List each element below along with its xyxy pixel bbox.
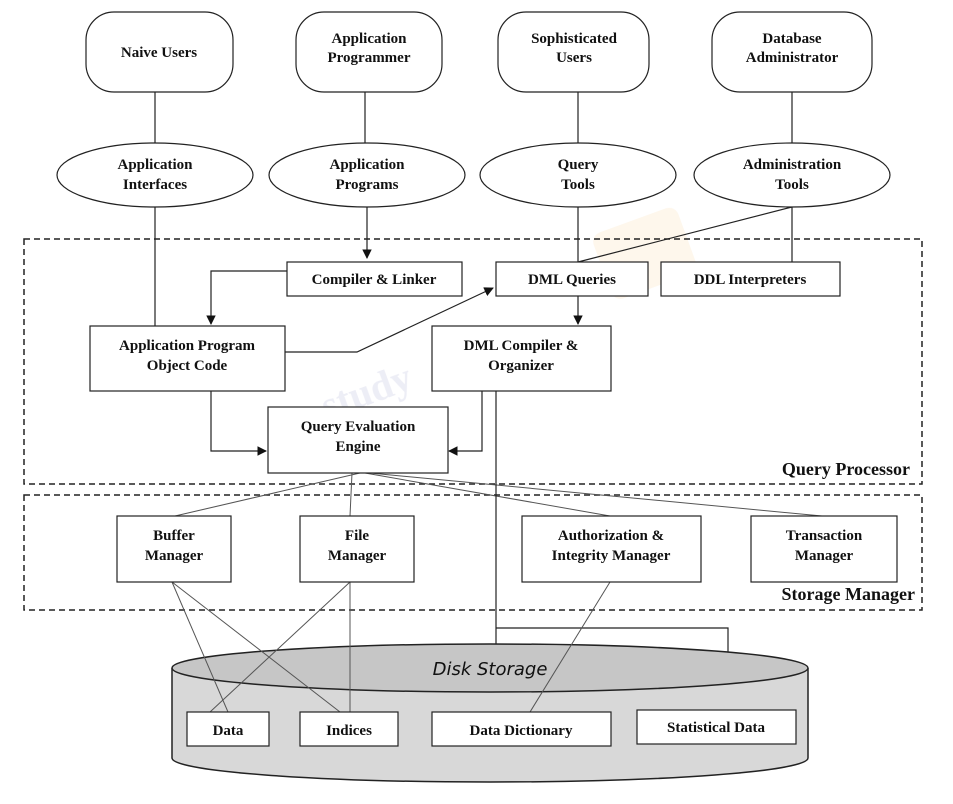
svg-text:Authorization &: Authorization & bbox=[558, 528, 664, 544]
svg-text:Transaction: Transaction bbox=[786, 528, 863, 544]
svg-text:Programmer: Programmer bbox=[327, 50, 410, 66]
buffer-manager-box: Buffer Manager bbox=[116, 515, 232, 583]
storage-manager-label: Storage Manager bbox=[782, 584, 915, 604]
svg-text:Compiler & Linker: Compiler & Linker bbox=[312, 272, 437, 288]
svg-text:Database: Database bbox=[762, 31, 822, 47]
query-processor-label: Query Processor bbox=[782, 459, 910, 479]
svg-text:Integrity Manager: Integrity Manager bbox=[552, 548, 671, 564]
svg-text:Data: Data bbox=[213, 723, 244, 739]
svg-text:Data Dictionary: Data Dictionary bbox=[470, 723, 573, 739]
tool-administration-tools: Administration Tools bbox=[693, 142, 891, 208]
user-naive: Naive Users bbox=[85, 11, 234, 93]
svg-text:Indices: Indices bbox=[326, 723, 372, 739]
svg-text:Statistical Data: Statistical Data bbox=[667, 720, 765, 736]
svg-text:Manager: Manager bbox=[328, 548, 387, 564]
svg-text:Manager: Manager bbox=[795, 548, 854, 564]
indices-box: Indices bbox=[299, 711, 399, 747]
svg-text:Application: Application bbox=[331, 31, 407, 47]
object-code-box: Application Program Object Code bbox=[89, 325, 286, 392]
tool-application-interfaces: Application Interfaces bbox=[56, 142, 254, 208]
svg-text:Application: Application bbox=[117, 157, 193, 173]
transaction-manager-box: Transaction Manager bbox=[750, 515, 898, 583]
svg-text:File: File bbox=[345, 528, 369, 544]
svg-text:DML Compiler &: DML Compiler & bbox=[464, 338, 579, 354]
svg-text:Application Program: Application Program bbox=[119, 338, 255, 354]
svg-text:Administration: Administration bbox=[743, 157, 842, 173]
svg-text:Application: Application bbox=[329, 157, 405, 173]
svg-text:Users: Users bbox=[556, 50, 592, 66]
svg-text:Tools: Tools bbox=[775, 177, 809, 193]
tool-query-tools: Query Tools bbox=[479, 142, 677, 208]
user-database-administrator: Database Administrator bbox=[711, 11, 873, 93]
svg-text:Programs: Programs bbox=[335, 177, 398, 193]
query-processor-region bbox=[23, 238, 923, 485]
compiler-linker-box: Compiler & Linker bbox=[286, 261, 463, 297]
tool-application-programs: Application Programs bbox=[268, 142, 466, 208]
disk-storage-label: Disk Storage bbox=[433, 659, 548, 680]
svg-text:Object Code: Object Code bbox=[147, 358, 228, 374]
svg-text:Naive Users: Naive Users bbox=[121, 45, 197, 61]
svg-text:Interfaces: Interfaces bbox=[123, 177, 187, 193]
svg-text:Administrator: Administrator bbox=[746, 50, 839, 66]
svg-text:Engine: Engine bbox=[335, 439, 380, 455]
svg-text:Buffer: Buffer bbox=[153, 528, 195, 544]
data-box: Data bbox=[186, 711, 270, 747]
svg-text:Sophisticated: Sophisticated bbox=[531, 31, 618, 47]
user-application-programmer: Application Programmer bbox=[295, 11, 443, 93]
user-sophisticated: Sophisticated Users bbox=[497, 11, 650, 93]
svg-text:Tools: Tools bbox=[561, 177, 595, 193]
statistical-data-box: Statistical Data bbox=[636, 709, 797, 745]
ddl-interpreters-box: DDL Interpreters bbox=[660, 261, 841, 297]
svg-text:Query: Query bbox=[558, 157, 599, 173]
dml-compiler-box: DML Compiler & Organizer bbox=[431, 325, 612, 392]
svg-text:Manager: Manager bbox=[145, 548, 204, 564]
svg-text:DDL Interpreters: DDL Interpreters bbox=[694, 272, 807, 288]
svg-text:Organizer: Organizer bbox=[488, 358, 554, 374]
dml-queries-box: DML Queries bbox=[495, 261, 649, 297]
query-evaluation-engine-box: Query Evaluation Engine bbox=[267, 406, 449, 474]
storage-manager-region bbox=[23, 494, 923, 611]
svg-text:DML Queries: DML Queries bbox=[528, 272, 616, 288]
svg-text:Query Evaluation: Query Evaluation bbox=[301, 419, 416, 435]
data-dictionary-box: Data Dictionary bbox=[431, 711, 612, 747]
authorization-integrity-manager-box: Authorization & Integrity Manager bbox=[521, 515, 702, 583]
file-manager-box: File Manager bbox=[299, 515, 415, 583]
